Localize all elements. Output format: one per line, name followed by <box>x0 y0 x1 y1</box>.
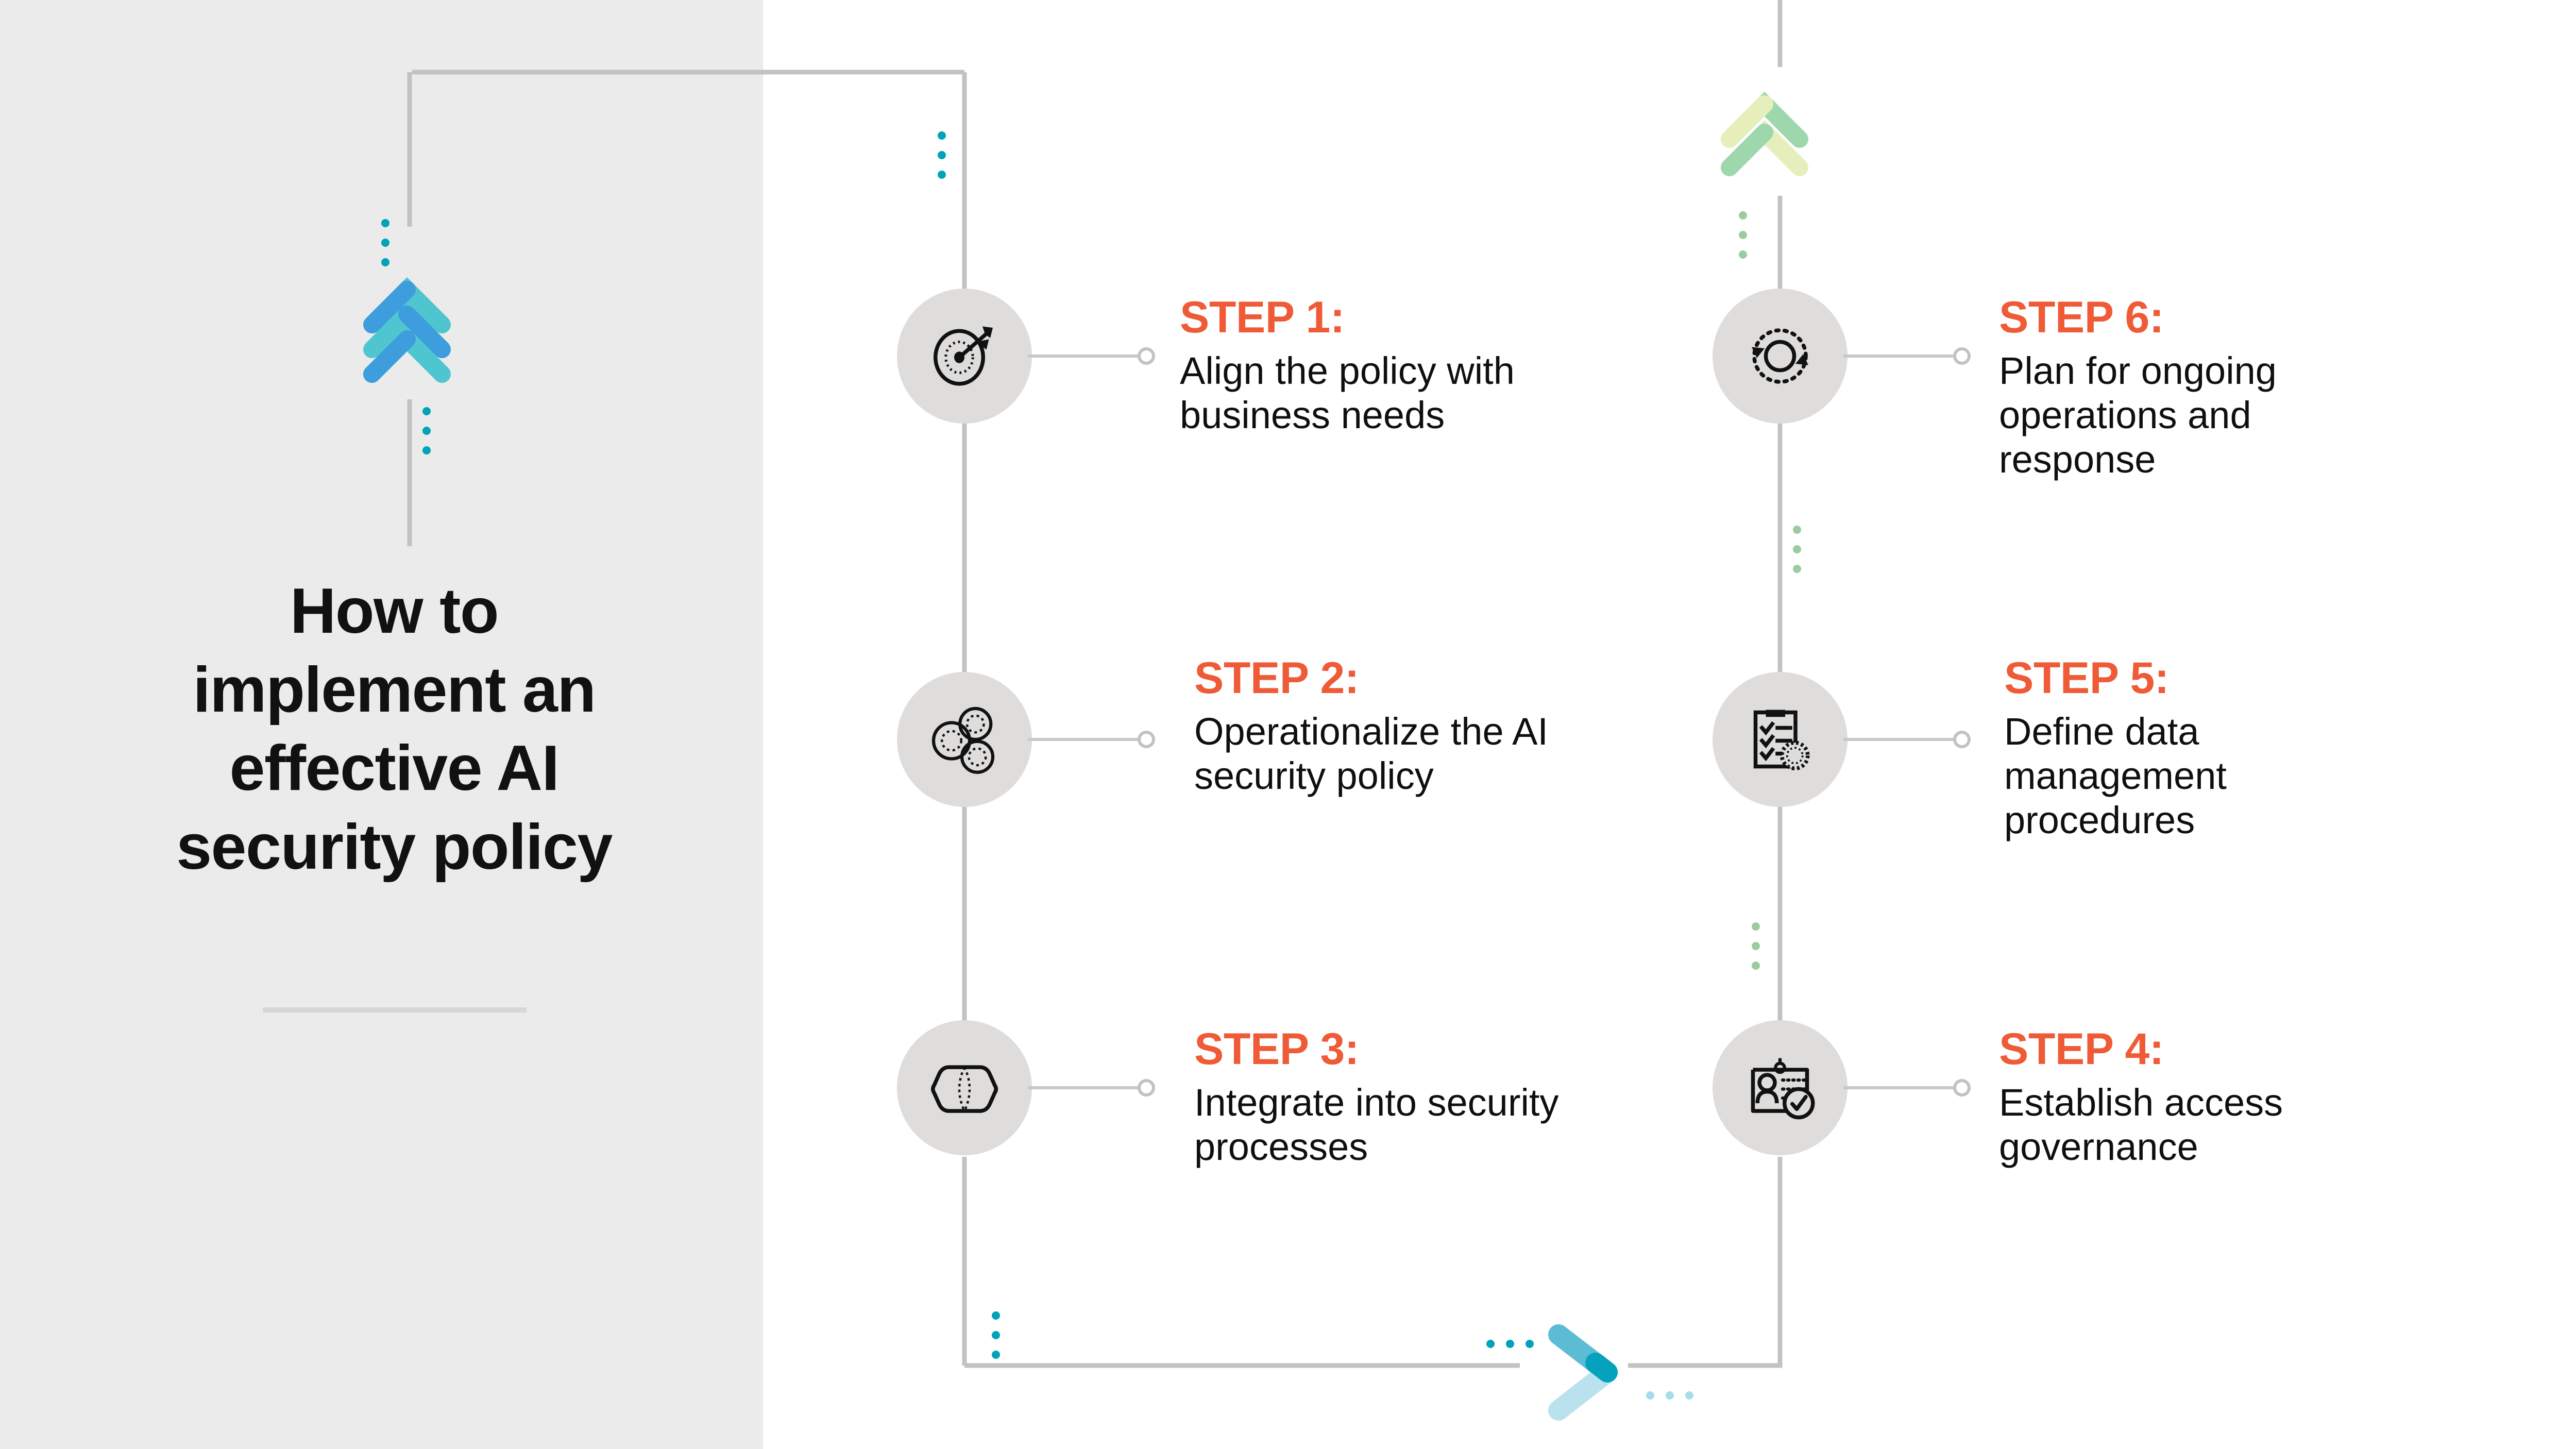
step-3-text: STEP 3: Integrate into security processe… <box>1194 1025 1586 1169</box>
step-4-icon-bubble <box>1713 1020 1848 1155</box>
step-5-text: STEP 5: Define data management procedure… <box>2004 654 2396 842</box>
overlapping-shields-icon <box>931 1065 998 1113</box>
step-5-label: STEP 5: <box>2004 653 2169 703</box>
teal-dots-left-of-cyan-chevron <box>1486 1340 1534 1348</box>
step-1-connector-endpoint <box>1138 347 1155 365</box>
cycle-refresh-icon <box>1752 328 1808 384</box>
clipboard-checklist-seal-icon <box>1753 710 1810 770</box>
teal-dots-top-middle <box>938 131 946 179</box>
teal-dots-bottom-left <box>992 1311 1000 1359</box>
step-4-text: STEP 4: Establish access governance <box>1999 1025 2391 1169</box>
step-4-connector-endpoint <box>1953 1079 1971 1097</box>
step-4-label: STEP 4: <box>1999 1024 2164 1074</box>
step-1-text: STEP 1: Align the policy with business n… <box>1180 294 1571 437</box>
step-1-description: Align the policy with business needs <box>1180 349 1515 436</box>
step-2-label: STEP 2: <box>1194 653 1359 703</box>
step-2-connector-line <box>1028 738 1139 741</box>
target-arrow-icon <box>934 326 993 386</box>
step-4-connector-line <box>1843 1086 1955 1089</box>
step-2-description: Operationalize the AI security policy <box>1194 710 1548 797</box>
step-1-connector-line <box>1028 355 1139 358</box>
page-title-line-4: security policy <box>176 811 613 883</box>
blue-chevron-stack <box>361 263 453 394</box>
green-dots-mid-right-upper <box>1793 526 1801 573</box>
green-dots-below-green-chevron <box>1739 211 1747 259</box>
step-3-label: STEP 3: <box>1194 1024 1359 1074</box>
page-title: How to implement an effective AI securit… <box>93 572 696 886</box>
step-3-description: Integrate into security processes <box>1194 1081 1559 1168</box>
step-1-label: STEP 1: <box>1180 293 1345 342</box>
step-5-icon-bubble <box>1713 672 1848 807</box>
green-dots-mid-right-lower <box>1752 922 1760 970</box>
step-2-icon-bubble <box>897 672 1032 807</box>
teal-dots-above-blue-chevron <box>381 219 389 266</box>
step-6-label: STEP 6: <box>1999 293 2164 342</box>
step-5-connector-endpoint <box>1953 731 1971 748</box>
step-6-icon-bubble <box>1713 289 1848 424</box>
cyan-chevron-right <box>1538 1317 1646 1430</box>
step-4-description: Establish access governance <box>1999 1081 2283 1168</box>
id-badge-check-icon <box>1751 1058 1815 1120</box>
step-3-connector-line <box>1028 1086 1139 1089</box>
step-6-connector-endpoint <box>1953 347 1971 365</box>
page-title-line-3: effective AI <box>229 733 560 804</box>
lightblue-dots-right-of-cyan-chevron <box>1646 1391 1693 1400</box>
step-2-connector-endpoint <box>1138 731 1155 748</box>
title-divider <box>263 1007 527 1013</box>
page-title-line-1: How to <box>290 576 499 647</box>
step-1-icon-bubble <box>897 289 1032 424</box>
teal-dots-below-blue-chevron <box>422 407 431 454</box>
step-6-connector-line <box>1843 355 1955 358</box>
page-title-line-2: implement an <box>193 654 596 726</box>
step-3-connector-endpoint <box>1138 1079 1155 1097</box>
step-3-icon-bubble <box>897 1020 1032 1155</box>
step-6-description: Plan for ongoing operations and response <box>1999 349 2277 481</box>
step-5-description: Define data management procedures <box>2004 710 2227 841</box>
green-chevron-stack <box>1718 88 1811 186</box>
step-6-text: STEP 6: Plan for ongoing operations and … <box>1999 294 2391 481</box>
step-2-text: STEP 2: Operationalize the AI security p… <box>1194 654 1586 798</box>
step-5-connector-line <box>1843 738 1955 741</box>
gears-icon <box>931 706 995 774</box>
